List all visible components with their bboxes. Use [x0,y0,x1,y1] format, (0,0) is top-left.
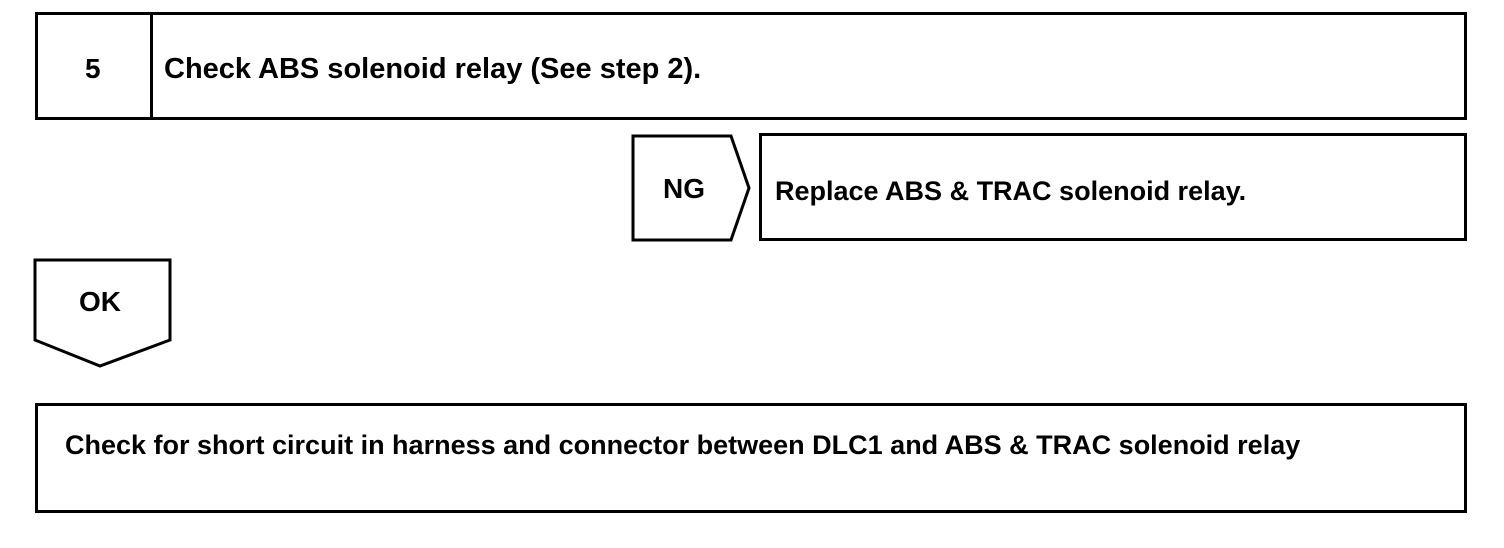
ok-arrow-shape [33,258,172,368]
next-step-box: Check for short circuit in harness and c… [35,403,1467,513]
ng-label: NG [663,173,705,204]
step-number-divider [150,15,153,117]
step-title: Check ABS solenoid relay (See step 2). [164,53,702,85]
step-number: 5 [85,53,101,84]
next-step-text: Check for short circuit in harness and c… [65,430,1301,460]
step-box: 5 Check ABS solenoid relay (See step 2). [35,12,1467,120]
ng-action-text: Replace ABS & TRAC solenoid relay. [775,176,1247,206]
ng-action-box: Replace ABS & TRAC solenoid relay. [759,133,1467,241]
ok-label: OK [79,286,121,317]
